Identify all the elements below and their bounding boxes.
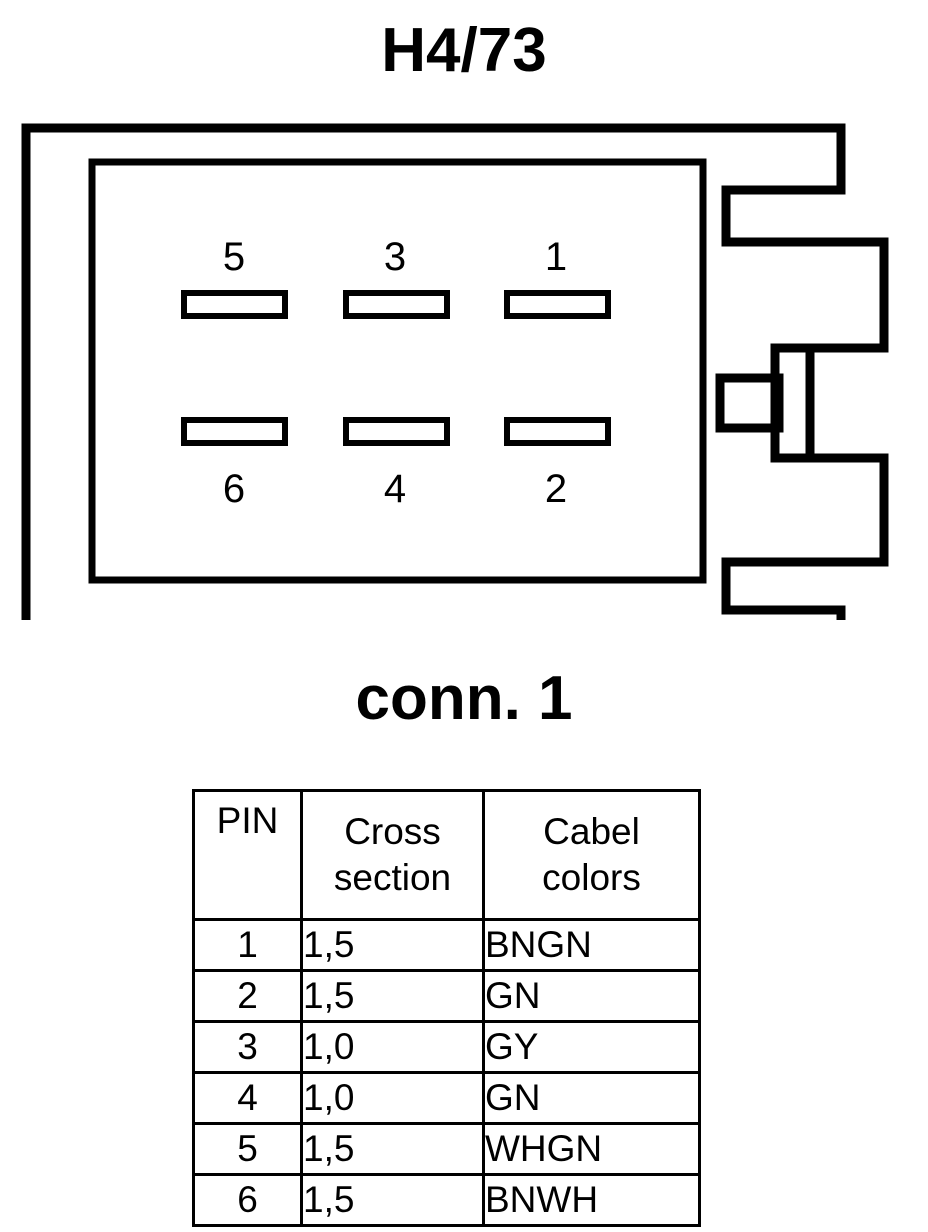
cell-cross-section: 1,5 bbox=[300, 1122, 485, 1176]
cell-cable-colors: GN bbox=[482, 1071, 701, 1125]
column-header-cross-section: Cross section bbox=[300, 789, 485, 921]
connector-svg: 5 3 1 6 4 2 bbox=[21, 123, 889, 620]
pin-label-top-1: 5 bbox=[223, 235, 245, 279]
page-title: H4/73 bbox=[381, 16, 547, 85]
column-header-cross-section-line1: Cross bbox=[344, 811, 441, 852]
cell-pin: 6 bbox=[192, 1173, 303, 1227]
terminal-slot-3 bbox=[343, 290, 450, 319]
pin-label-top-3: 1 bbox=[545, 235, 567, 279]
cell-cross-section: 1,5 bbox=[300, 1173, 485, 1227]
latch-inner-tab bbox=[774, 373, 784, 433]
cell-pin: 2 bbox=[192, 969, 303, 1023]
cell-cross-section: 1,5 bbox=[300, 918, 485, 972]
column-header-cable-colors-line1: Cabel bbox=[543, 811, 640, 852]
column-header-cable-colors: Cabel colors bbox=[482, 789, 701, 921]
cell-cable-colors: BNWH bbox=[482, 1173, 701, 1227]
terminal-slot-5 bbox=[181, 290, 288, 319]
pin-label-bottom-1: 6 bbox=[223, 467, 245, 511]
connector-caption: conn. 1 bbox=[355, 664, 573, 733]
terminal-slot-6 bbox=[181, 417, 288, 446]
terminal-slot-1 bbox=[504, 290, 611, 319]
cell-pin: 5 bbox=[192, 1122, 303, 1176]
cell-pin: 3 bbox=[192, 1020, 303, 1074]
cell-pin: 4 bbox=[192, 1071, 303, 1125]
column-header-cable-colors-line2: colors bbox=[542, 857, 641, 898]
column-header-pin: PIN bbox=[192, 789, 303, 921]
table-header-row: PIN Cross section Cabel colors bbox=[192, 789, 701, 921]
cell-pin: 1 bbox=[192, 918, 303, 972]
latch-recess-step bbox=[715, 373, 778, 433]
terminal-slot-2 bbox=[504, 417, 611, 446]
column-header-cross-section-line2: section bbox=[333, 857, 452, 898]
pin-label-bottom-2: 4 bbox=[384, 467, 406, 511]
terminal-slot-4 bbox=[343, 417, 450, 446]
cell-cable-colors: GY bbox=[482, 1020, 701, 1074]
pin-label-top-2: 3 bbox=[384, 235, 406, 279]
cell-cross-section: 1,0 bbox=[300, 1071, 485, 1125]
pin-table-head: PIN Cross section Cabel colors bbox=[192, 789, 701, 921]
cell-cable-colors: BNGN bbox=[482, 918, 701, 972]
pin-label-bottom-3: 2 bbox=[545, 467, 567, 511]
cell-cross-section: 1,5 bbox=[300, 969, 485, 1023]
connector-diagram: 5 3 1 6 4 2 bbox=[0, 110, 928, 620]
cell-cable-colors: WHGN bbox=[482, 1122, 701, 1176]
cell-cross-section: 1,0 bbox=[300, 1020, 485, 1074]
connector-inner-cavity bbox=[88, 158, 707, 584]
cell-cable-colors: GN bbox=[482, 969, 701, 1023]
